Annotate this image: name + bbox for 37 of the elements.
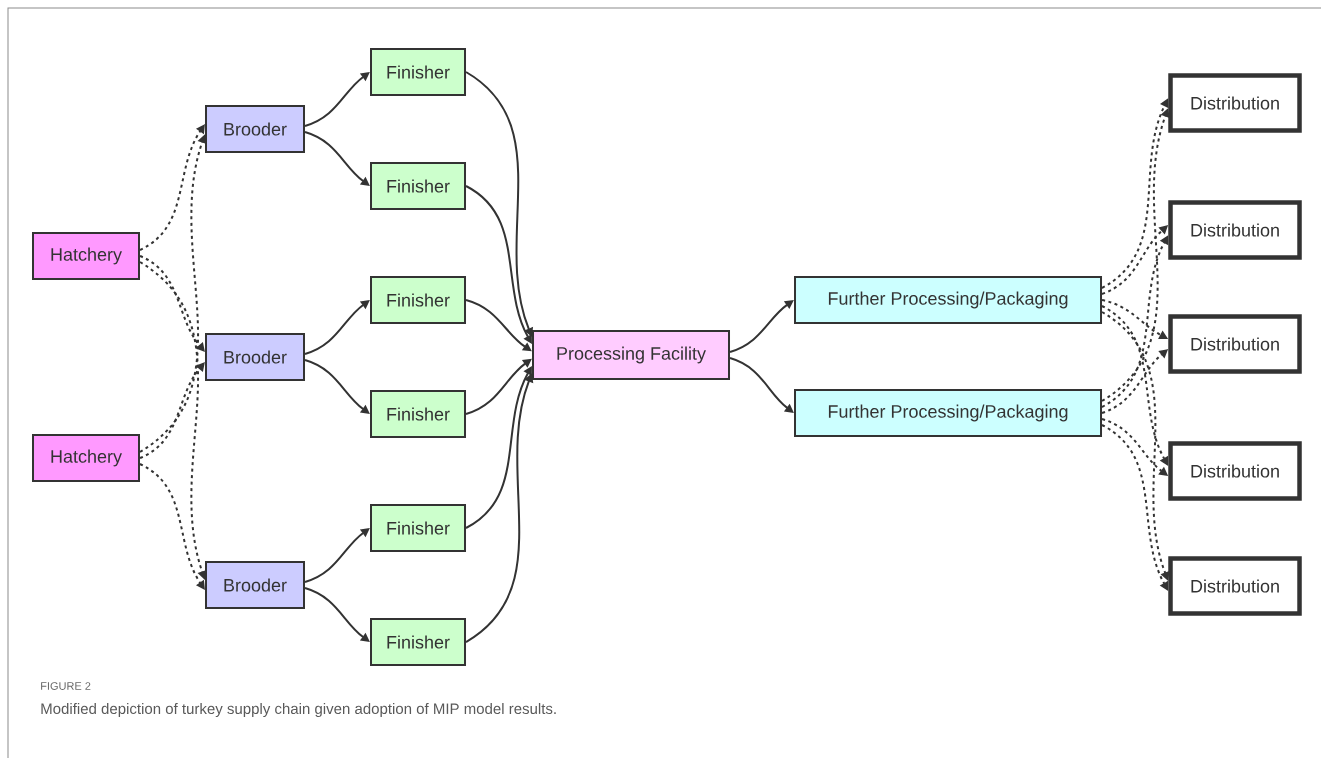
distribution-box: Distribution bbox=[1168, 441, 1302, 501]
figure-number: FIGURE 2 bbox=[41, 682, 91, 690]
arrow bbox=[465, 358, 532, 415]
caption: Modified depiction of turkey supply chain given adoption of MIP model results. bbox=[41, 703, 556, 717]
distribution-box: Distribution bbox=[1168, 556, 1302, 616]
arrow bbox=[304, 300, 370, 355]
finisher-box: Finisher bbox=[370, 162, 466, 210]
arrow bbox=[465, 299, 532, 352]
arrow bbox=[1101, 424, 1169, 591]
arrow bbox=[304, 72, 370, 127]
distribution-box: Distribution bbox=[1168, 314, 1302, 374]
finisher-box: Finisher bbox=[370, 618, 466, 666]
arrow bbox=[139, 463, 205, 590]
finisher-box: Finisher bbox=[370, 276, 466, 324]
brooder-box: Brooder bbox=[205, 105, 305, 153]
brooder-box: Brooder bbox=[205, 333, 305, 381]
arrow bbox=[304, 359, 370, 414]
finisher-box: Finisher bbox=[370, 504, 466, 552]
arrow bbox=[1101, 305, 1169, 466]
arrow bbox=[139, 362, 205, 459]
arrow bbox=[139, 255, 205, 352]
arrow bbox=[729, 300, 794, 353]
packaging-box: Further Processing/Packaging bbox=[794, 389, 1102, 437]
arrow bbox=[139, 124, 205, 251]
finisher-box: Finisher bbox=[370, 48, 466, 96]
facility-box: Processing Facility bbox=[532, 330, 730, 380]
distribution-box: Distribution bbox=[1168, 200, 1302, 260]
packaging-box: Further Processing/Packaging bbox=[794, 276, 1102, 324]
hatchery-box: Hatchery bbox=[32, 232, 140, 280]
hatchery-box: Hatchery bbox=[32, 434, 140, 482]
arrow bbox=[304, 528, 370, 583]
distribution-box: Distribution bbox=[1168, 73, 1302, 133]
finisher-box: Finisher bbox=[370, 390, 466, 438]
arrow bbox=[304, 131, 370, 186]
brooder-box: Brooder bbox=[205, 561, 305, 609]
arrow bbox=[304, 587, 370, 642]
arrow bbox=[729, 357, 794, 413]
